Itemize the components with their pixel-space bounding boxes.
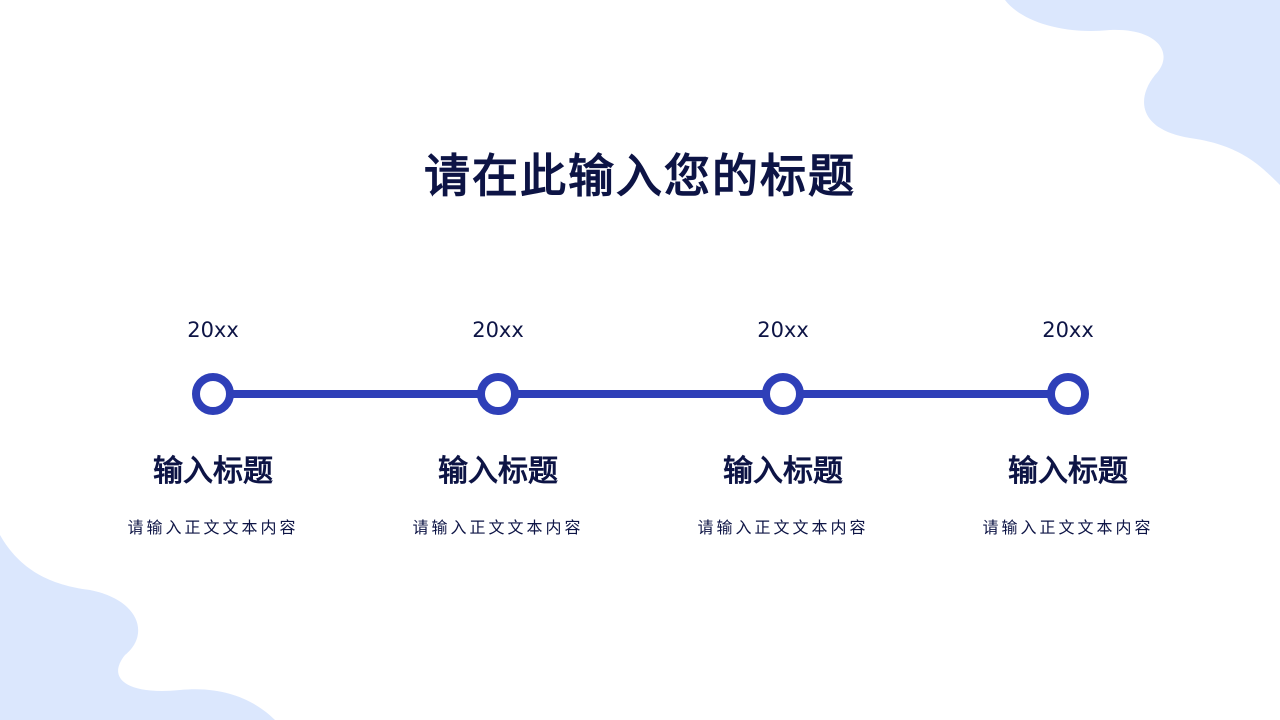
node-year: 20xx xyxy=(187,318,239,342)
page-title: 请在此输入您的标题 xyxy=(424,149,856,203)
timeline-line xyxy=(213,390,1068,398)
node-circle-icon xyxy=(762,373,804,415)
node-year: 20xx xyxy=(1042,318,1094,342)
node-circle-icon xyxy=(192,373,234,415)
node-heading: 输入标题 xyxy=(153,454,273,489)
node-circle-icon xyxy=(477,373,519,415)
top-right-blob xyxy=(1005,0,1280,185)
node-body: 请输入正文文本内容 xyxy=(412,518,584,537)
node-heading: 输入标题 xyxy=(1008,454,1128,489)
node-body: 请输入正文文本内容 xyxy=(127,518,299,537)
node-body: 请输入正文文本内容 xyxy=(697,518,869,537)
bottom-left-blob xyxy=(0,535,275,720)
node-body: 请输入正文文本内容 xyxy=(982,518,1154,537)
node-heading: 输入标题 xyxy=(438,454,558,489)
node-year: 20xx xyxy=(472,318,524,342)
node-heading: 输入标题 xyxy=(723,454,843,489)
node-year: 20xx xyxy=(757,318,809,342)
node-circle-icon xyxy=(1047,373,1089,415)
